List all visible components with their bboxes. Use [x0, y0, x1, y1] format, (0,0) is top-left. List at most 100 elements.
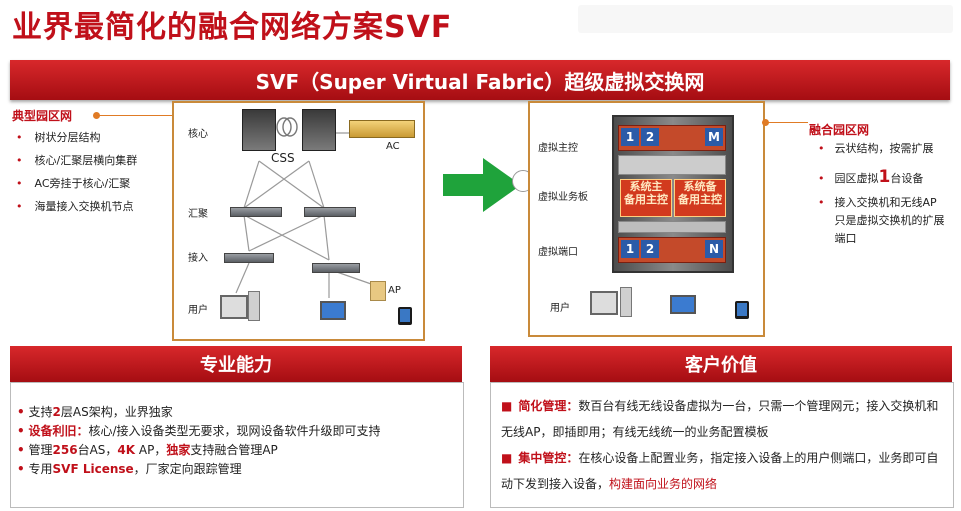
- label-ac: AC: [386, 141, 400, 152]
- cap4-bold: SVF License: [52, 462, 134, 476]
- agg-switch-1: [230, 207, 282, 217]
- pc-tower-icon: [248, 291, 260, 321]
- label-aggregation: 汇聚: [188, 209, 208, 220]
- value2-bold: 集中管控：: [518, 451, 579, 465]
- right-heading-dot: [762, 119, 769, 126]
- sys-main-label: 系统主: [629, 180, 663, 193]
- right-bullet-list: •云状结构，按需扩展 •园区虚拟1台设备 •接入交换机和无线AP只是虚拟交换机的…: [818, 140, 958, 248]
- port-card-2: 2: [641, 240, 659, 258]
- network-links-svg: [235, 117, 375, 298]
- cap2-text: 核心/接入设备类型无要求，现网设备软件升级即可支持: [88, 424, 381, 438]
- bottom-left-panel: • 支持2层AS架构，业界独家 • 设备利旧：核心/接入设备类型无要求，现网设备…: [10, 382, 464, 508]
- fan-tray: [618, 155, 726, 175]
- label-ap: AP: [388, 285, 401, 296]
- right-bullet-2-post: 台设备: [890, 172, 924, 185]
- right-bullet-2: •园区虚拟1台设备: [818, 167, 924, 187]
- tablet-icon: [398, 307, 412, 325]
- card-2: 2: [641, 128, 659, 146]
- cap3-exclusive: 独家: [166, 443, 191, 457]
- cap1-num: 2: [52, 405, 61, 419]
- spacer-slot: [618, 221, 726, 233]
- left-heading: 典型园区网: [12, 109, 73, 123]
- laptop-icon: [320, 301, 346, 320]
- label-css: CSS: [271, 151, 295, 165]
- label-virtual-board: 虚拟业务板: [538, 192, 588, 203]
- right-bullet-3: •接入交换机和无线AP只是虚拟交换机的扩展端口: [818, 194, 958, 248]
- capability-list: • 支持2层AS架构，业界独家 • 设备利旧：核心/接入设备类型无要求，现网设备…: [17, 403, 455, 479]
- left-connector-line: [99, 115, 172, 116]
- sys-backup-label: 系统备: [683, 180, 717, 193]
- bottom-right-banner: 客户价值: [490, 346, 952, 382]
- right-connector-line: [762, 122, 808, 123]
- value1-text: 数百台有线无线设备虚拟为一台，只需一个管理网元；接入交换机和无线AP，即插即用；…: [501, 399, 939, 439]
- page-title: 业界最简化的融合网络方案SVF: [12, 10, 453, 45]
- master-slot: 1 2 M: [618, 125, 726, 151]
- left-bullet-4: 海量接入交换机节点: [16, 195, 137, 218]
- svf-banner: SVF（Super Virtual Fabric）超级虚拟交换网: [10, 60, 950, 100]
- capability-3: • 管理256台AS，4K AP，独家支持融合管理AP: [17, 443, 278, 457]
- cap1-post: 层AS架构，业界独家: [60, 405, 173, 419]
- cap3-post: 支持融合管理AP: [190, 443, 278, 457]
- right-laptop-icon: [670, 295, 696, 314]
- label-virtual-master: 虚拟主控: [538, 143, 578, 154]
- label-core: 核心: [188, 129, 208, 140]
- right-bullet-1: •云状结构，按需扩展: [818, 142, 934, 155]
- card-1: 1: [621, 128, 639, 146]
- label-right-user: 用户: [550, 303, 570, 314]
- label-user: 用户: [188, 305, 208, 316]
- cap4-post: ，厂家定向跟踪管理: [133, 462, 242, 476]
- right-bullet-2-pre: 园区虚拟: [834, 172, 879, 185]
- ac-device: [349, 120, 415, 138]
- value2-red: 构建面向业务的网络: [609, 477, 718, 491]
- blank-placeholder: [578, 5, 953, 33]
- bottom-left-banner: 专业能力: [10, 346, 462, 382]
- backup-ctrl-label-1: 备用主控: [624, 193, 668, 206]
- virtual-switch-rack: 1 2 M 系统主 备用主控 系统备 备用主控 1 2 N: [612, 115, 734, 273]
- left-heading-dot: [93, 112, 100, 119]
- cap1-pre: 支持: [28, 405, 53, 419]
- converged-network-diagram: 虚拟主控 虚拟业务板 虚拟端口 1 2 M 系统主 备用主控 系统备 备用主控 …: [528, 101, 765, 337]
- left-bullet-1: 树状分层结构: [16, 126, 137, 149]
- traditional-network-diagram: 核心 CSS AC 汇聚 接入 AP 用户: [172, 101, 425, 341]
- value-text: ■简化管理：数百台有线无线设备虚拟为一台，只需一个管理网元；接入交换机和无线AP…: [501, 393, 943, 497]
- cap3-num: 256: [52, 443, 78, 457]
- core-switch-1: [242, 109, 276, 151]
- right-bullet-2-num: 1: [878, 167, 891, 187]
- value-2: ■集中管控：在核心设备上配置业务，指定接入设备上的用户侧端口，业务即可自动下发到…: [501, 451, 939, 491]
- core-switch-2: [302, 109, 336, 151]
- cap2-bold: 设备利旧：: [28, 424, 89, 438]
- cap3-mid2: AP，: [135, 443, 167, 457]
- agg-switch-2: [304, 207, 356, 217]
- label-access: 接入: [188, 253, 208, 264]
- cap3-mid: 台AS，: [77, 443, 118, 457]
- value2-text: 在核心设备上配置业务，指定接入设备上的用户侧端口，业务即可自动下发到接入设备，: [501, 451, 939, 491]
- transform-arrow-icon: [443, 158, 521, 212]
- left-bullet-list: 树状分层结构 核心/汇聚层横向集群 AC旁挂于核心/汇聚 海量接入交换机节点: [16, 126, 138, 218]
- capability-2: • 设备利旧：核心/接入设备类型无要求，现网设备软件升级即可支持: [17, 424, 381, 438]
- right-pc-tower-icon: [620, 287, 632, 317]
- port-card-n: N: [705, 240, 723, 258]
- right-heading: 融合园区网: [809, 123, 870, 137]
- access-switch-1: [224, 253, 274, 263]
- left-bullet-2: 核心/汇聚层横向集群: [16, 149, 138, 172]
- left-bullet-3: AC旁挂于核心/汇聚: [16, 172, 137, 195]
- cap4-pre: 专用: [28, 462, 53, 476]
- right-pc-icon: [590, 291, 618, 315]
- ap-device: [370, 281, 386, 301]
- system-main-card: 系统主 备用主控: [620, 179, 672, 217]
- label-virtual-port: 虚拟端口: [538, 247, 578, 258]
- capability-1: • 支持2层AS架构，业界独家: [17, 405, 173, 419]
- value-1: ■简化管理：数百台有线无线设备虚拟为一台，只需一个管理网元；接入交换机和无线AP…: [501, 399, 939, 439]
- cap3-pre: 管理: [28, 443, 53, 457]
- right-bullet-1-text: 云状结构，按需扩展: [834, 142, 934, 155]
- bottom-right-panel: ■简化管理：数百台有线无线设备虚拟为一台，只需一个管理网元；接入交换机和无线AP…: [490, 382, 954, 508]
- right-bullet-3-text: 接入交换机和无线AP只是虚拟交换机的扩展端口: [834, 196, 945, 245]
- capability-4: • 专用SVF License，厂家定向跟踪管理: [17, 462, 242, 476]
- port-card-1: 1: [621, 240, 639, 258]
- system-backup-card: 系统备 备用主控: [674, 179, 726, 217]
- cap3-ap: 4K: [117, 443, 136, 457]
- right-tablet-icon: [735, 301, 749, 319]
- access-switch-2: [312, 263, 360, 273]
- value1-bold: 简化管理：: [518, 399, 579, 413]
- card-m: M: [705, 128, 723, 146]
